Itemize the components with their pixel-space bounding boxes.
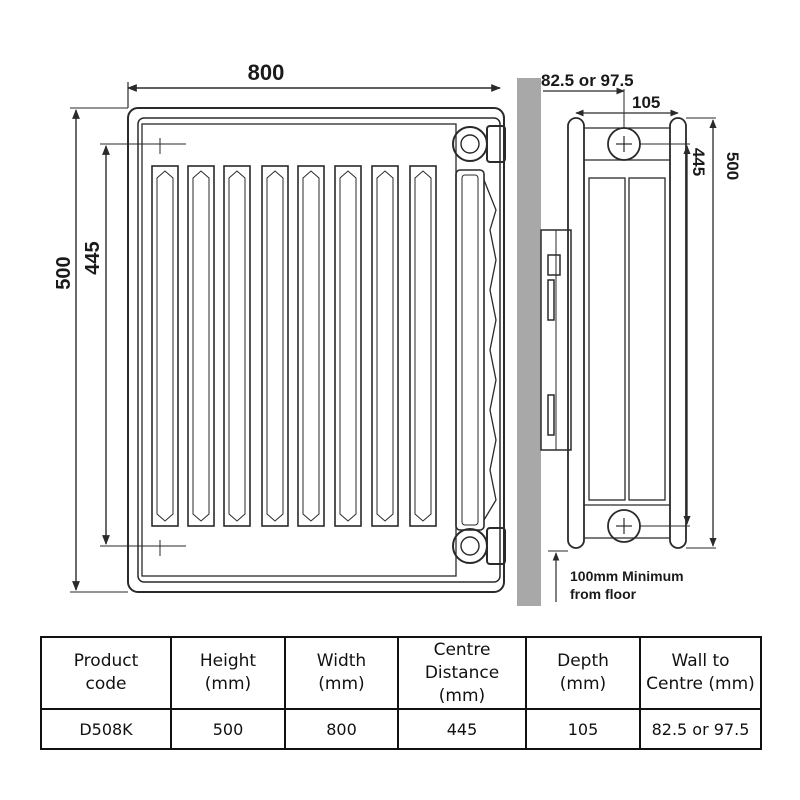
convector-fin: [151, 165, 179, 527]
convector-fin-inner: [339, 170, 357, 522]
height-label: 500: [53, 256, 75, 289]
convector-fins: [151, 165, 437, 527]
wall-to-centre-label: 82.5 or 97.5: [541, 71, 634, 90]
cell-wall-to-centre: 82.5 or 97.5: [639, 708, 762, 750]
convector-fin: [261, 165, 289, 527]
convector-fin-inner: [228, 170, 246, 522]
table-row: D508K 500 800 445 105 82.5 or 97.5: [40, 708, 762, 750]
floor-clearance-line2: from floor: [570, 586, 637, 602]
radiator-panel: [141, 123, 457, 577]
floor-clearance-note: 100mm Minimum from floor: [548, 550, 684, 602]
cell-product-code: D508K: [40, 708, 172, 750]
side-top-connection: [607, 127, 641, 161]
convector-fin-inner: [376, 170, 394, 522]
convector-fin-inner: [156, 170, 174, 522]
side-height-dimension: 500: [686, 117, 742, 549]
side-centre-distance-dimension: 445: [640, 143, 708, 527]
cell-centre-distance: 445: [397, 708, 527, 750]
convector-fin: [409, 165, 437, 527]
wall-bracket: [540, 229, 572, 451]
top-valve: [452, 125, 506, 163]
side-profile: [567, 117, 687, 549]
depth-dimension: 105: [575, 93, 679, 117]
width-label: 800: [248, 60, 285, 85]
convector-fin-inner: [266, 170, 284, 522]
side-height-label: 500: [723, 152, 742, 180]
centre-distance-label: 445: [82, 241, 104, 274]
radiator-technical-drawing: 800 500 445: [53, 60, 742, 606]
depth-label: 105: [632, 93, 660, 112]
header-width: Width(mm): [284, 636, 399, 710]
convector-fin: [334, 165, 362, 527]
cell-height: 500: [170, 708, 286, 750]
convector-fin: [187, 165, 215, 527]
width-dimension: 800: [127, 60, 501, 108]
convector-fin-inner: [414, 170, 432, 522]
radiator-inner-frame: [137, 117, 501, 583]
cell-width: 800: [284, 708, 399, 750]
convector-fin-inner: [192, 170, 210, 522]
convector-fin: [297, 165, 325, 527]
header-height: Height(mm): [170, 636, 286, 710]
wall-to-centre-dimension: 82.5 or 97.5: [541, 71, 634, 128]
side-centre-distance-label: 445: [689, 148, 708, 176]
centre-distance-dimension: 445: [82, 138, 186, 556]
radiator-outer-frame: [127, 107, 505, 593]
wall: [517, 78, 541, 606]
height-dimension: 500: [53, 107, 128, 593]
front-view: [127, 107, 505, 593]
radiator-end-cap: [455, 169, 497, 531]
floor-clearance-line1: 100mm Minimum: [570, 568, 684, 584]
convector-fin: [223, 165, 251, 527]
convector-fin-inner: [302, 170, 320, 522]
bottom-valve: [452, 527, 506, 565]
side-bottom-connection: [607, 509, 641, 543]
convector-fin: [371, 165, 399, 527]
header-depth: Depth(mm): [525, 636, 641, 710]
cell-depth: 105: [525, 708, 641, 750]
